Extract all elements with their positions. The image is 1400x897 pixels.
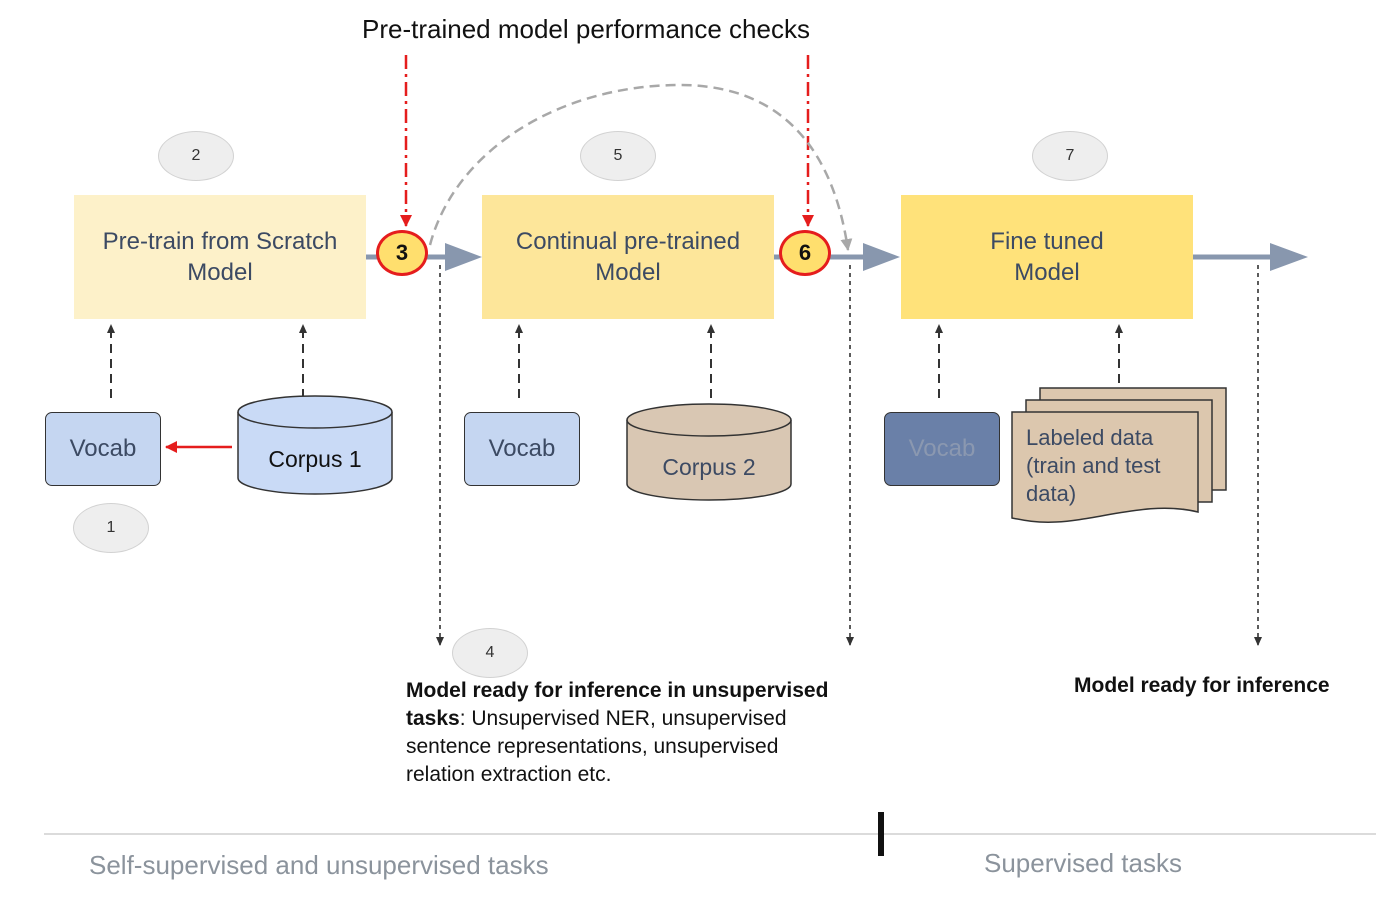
final-ready-note: Model ready for inference (1074, 674, 1330, 697)
section-label-supervised: Supervised tasks (984, 848, 1182, 878)
corpus-2-label: Corpus 2 (662, 454, 756, 480)
stage-continual-pretrain: Continual pre-trained Model (482, 195, 774, 319)
corpus-2-cylinder (626, 403, 792, 501)
labeled-data-line1: Labeled data (1026, 425, 1154, 450)
stage-continual-label-line1: Continual pre-trained (515, 228, 741, 255)
unsup-note-line3: sentence representations, unsupervised (406, 735, 779, 758)
corpus-1-cylinder (237, 395, 393, 495)
stage-pretrain-label-line1: Pre-train from Scratch (102, 228, 338, 255)
vocab-box-3: Vocab (884, 412, 1000, 486)
skip-curve-arrow (428, 83, 853, 251)
step-ellipse-1: 1 (73, 503, 149, 553)
checkpoint-badge-3: 3 (376, 230, 428, 276)
labeled-data-line3: data) (1026, 481, 1077, 506)
stage-pretrain-scratch: Pre-train from Scratch Model (74, 195, 366, 319)
stage-fine-tuned: Fine tuned Model (901, 195, 1193, 319)
corpus-1-label: Corpus 1 (268, 446, 362, 472)
labeled-data-label: Labeled data (train and test data) (1026, 424, 1161, 508)
checkpoint-badge-6: 6 (779, 230, 831, 276)
unsup-note-bold-line2: tasks (406, 707, 460, 730)
unsup-note-rest-line2: : Unsupervised NER, unsupervised (459, 707, 787, 730)
stage-continual-label-line2: Model (595, 259, 661, 286)
flow-arrow-3 (1193, 243, 1308, 271)
labeled-data-line2: (train and test (1026, 453, 1161, 478)
step-ellipse-5: 5 (580, 131, 656, 181)
step-ellipse-7: 7 (1032, 131, 1108, 181)
unsup-note-bold-line1: Model ready for inference in unsupervise… (406, 679, 829, 702)
stage-pretrain-label-line2: Model (187, 259, 253, 286)
section-label-unsupervised: Self-supervised and unsupervised tasks (89, 850, 549, 880)
stage-fine-label-line2: Model (1014, 259, 1080, 286)
vocab-box-2: Vocab (464, 412, 580, 486)
unsup-note-line4: relation extraction etc. (406, 763, 612, 786)
step-ellipse-4: 4 (452, 628, 528, 678)
section-divider-marker (878, 812, 884, 856)
stage-fine-label-line1: Fine tuned (990, 228, 1104, 255)
labeled-data-documents (1011, 387, 1227, 523)
vocab-box-1: Vocab (45, 412, 161, 486)
unsupervised-ready-note: Model ready for inference in unsupervise… (406, 677, 906, 789)
diagram-title: Pre-trained model performance checks (362, 14, 810, 44)
step-ellipse-2: 2 (158, 131, 234, 181)
